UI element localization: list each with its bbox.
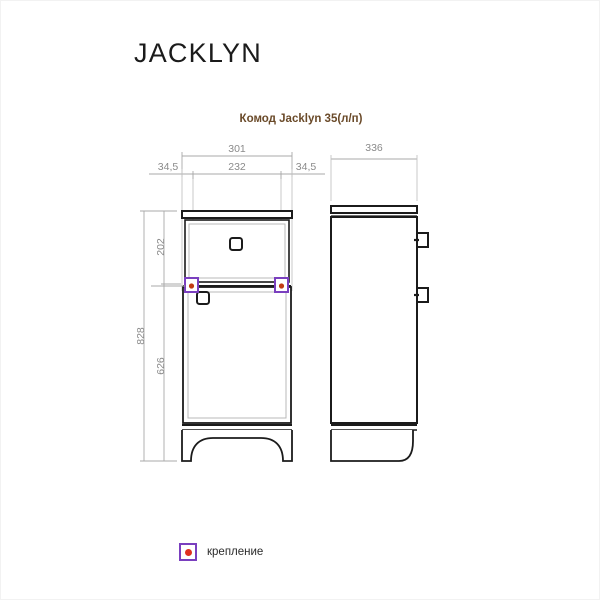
dimlabel-front-inner-width: 232 bbox=[228, 161, 246, 173]
dimlabel-total-height: 828 bbox=[135, 327, 147, 345]
side-body bbox=[330, 216, 418, 424]
door-handle-icon bbox=[196, 291, 210, 305]
dimlabel-door-height: 626 bbox=[155, 357, 167, 375]
dimlabel-front-total-width: 301 bbox=[228, 143, 246, 155]
legend-mounting-swatch bbox=[179, 543, 197, 561]
mounting-markers-front bbox=[184, 277, 289, 293]
dimension-group-top-side bbox=[330, 155, 418, 201]
side-elevation bbox=[330, 205, 429, 462]
mounting-marker bbox=[184, 277, 199, 293]
legend-mounting-label: крепление bbox=[207, 546, 264, 558]
dimlabel-front-left-offset: 34,5 bbox=[158, 161, 179, 173]
side-base-arch bbox=[330, 430, 414, 462]
mounting-marker bbox=[274, 277, 289, 293]
dimlabel-front-right-offset: 34,5 bbox=[296, 161, 317, 173]
mounting-marker-dot bbox=[188, 283, 195, 289]
front-elevation bbox=[181, 210, 293, 462]
dimlabel-drawer-height: 202 bbox=[155, 238, 167, 256]
dimension-group-left-vertical bbox=[140, 210, 181, 462]
legend-mounting-dot bbox=[184, 548, 192, 556]
mounting-marker-dot bbox=[278, 283, 285, 289]
dimlabel-side-depth: 336 bbox=[365, 142, 383, 154]
side-top-panel bbox=[330, 205, 418, 214]
front-door-inner bbox=[187, 291, 287, 419]
front-top-panel bbox=[181, 210, 293, 219]
drawing-subtitle: Комод Jacklyn 35(л/п) bbox=[239, 113, 363, 125]
brand-title: JACKLYN bbox=[134, 38, 262, 68]
front-base-arch bbox=[181, 430, 293, 462]
drawer-handle-icon bbox=[229, 237, 243, 251]
